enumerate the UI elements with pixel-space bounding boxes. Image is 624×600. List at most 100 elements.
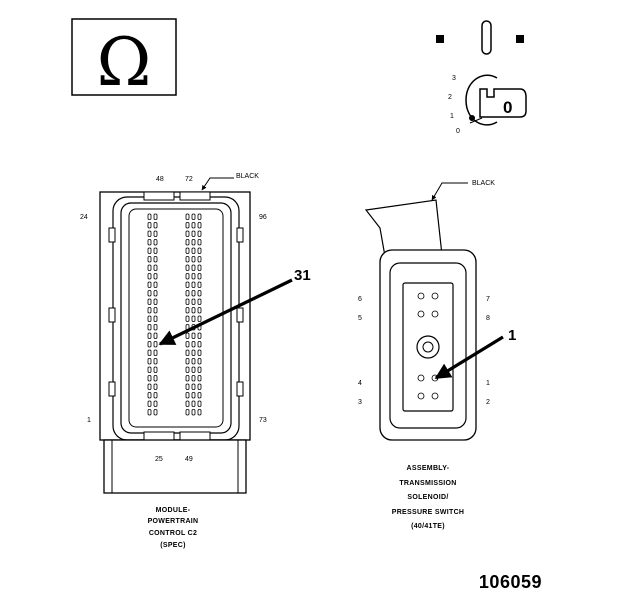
tsps-caption-line-5: (40/41TE)	[411, 523, 445, 530]
pcm-pin-cavity	[153, 392, 158, 399]
pcm-pin-cavity	[147, 341, 152, 348]
pcm-pin-cavity	[153, 324, 158, 331]
pcm-pin-cavity	[185, 213, 190, 220]
pcm-pin-cavity	[185, 298, 190, 305]
pcm-pin-cavity	[197, 213, 202, 220]
pcm-pin-cavity	[153, 256, 158, 263]
pcm-pin-cavity	[197, 315, 202, 322]
switch-contact-blade	[481, 20, 492, 55]
pcm-caption-line-2: POWERTRAIN	[148, 518, 199, 525]
pcm-harness-cover	[103, 439, 247, 494]
pcm-pin-cavity	[185, 341, 190, 348]
key-position-0: 0	[456, 128, 460, 135]
tsps-pin-cavity	[431, 292, 439, 300]
pcm-pin-cavity	[185, 290, 190, 297]
pcm-pin-cavity	[185, 307, 190, 314]
pcm-pin-cavity	[191, 341, 196, 348]
pcm-pin-cavity	[153, 341, 158, 348]
pcm-pin-cavity	[191, 213, 196, 220]
pcm-pin-cavity	[197, 247, 202, 254]
pcm-pin-48: 48	[156, 176, 164, 183]
pcm-pin-cavity	[191, 392, 196, 399]
pcm-pin-cavity	[197, 264, 202, 271]
pcm-callout-number: 31	[294, 267, 311, 284]
pcm-pin-24: 24	[80, 214, 88, 221]
pcm-connector: BLACK 48 72 24 1 96 73 25 49 31 MODULE- …	[80, 173, 311, 549]
pcm-pin-cavity	[197, 409, 202, 416]
figure-number: 106059	[479, 572, 542, 592]
pcm-pin-cavity	[197, 392, 202, 399]
pcm-pin-cavity	[197, 400, 202, 407]
pcm-pin-25: 25	[155, 456, 163, 463]
pcm-pin-cavity	[197, 332, 202, 339]
pcm-pin-49: 49	[185, 456, 193, 463]
pcm-pin-cavity	[191, 239, 196, 246]
pcm-pin-cavity	[147, 324, 152, 331]
pcm-pin-cavity	[153, 358, 158, 365]
pcm-pin-cavity	[147, 409, 152, 416]
key-cylinder	[465, 74, 498, 126]
tsps-caption-line-2: TRANSMISSION	[399, 480, 456, 487]
pcm-pin-cavity	[191, 315, 196, 322]
pcm-wire-color: BLACK	[236, 173, 259, 180]
key-label: 0	[503, 98, 512, 117]
tsps-pin-1: 1	[486, 380, 490, 387]
pcm-pin-cavity	[185, 264, 190, 271]
pcm-pin-cavity	[185, 392, 190, 399]
pcm-pin-cavity	[147, 383, 152, 390]
pcm-pin-cavity	[191, 349, 196, 356]
pcm-callout-arrow	[158, 278, 293, 346]
pcm-pin-cavity	[185, 375, 190, 382]
pcm-lock-tab	[108, 381, 116, 397]
tsps-pin-cavity	[417, 292, 425, 300]
switch-contact-left	[436, 35, 444, 43]
pcm-pin-cavity	[191, 332, 196, 339]
tsps-pin-6: 6	[358, 296, 362, 303]
pcm-pin-cavity	[191, 222, 196, 229]
pcm-wire-leader	[201, 177, 234, 191]
switch-contact-right	[516, 35, 524, 43]
pcm-caption-line-1: MODULE-	[156, 507, 191, 514]
pcm-pin-cavities	[147, 213, 202, 416]
pcm-pin-cavity	[147, 264, 152, 271]
pcm-pin-cavity	[147, 247, 152, 254]
pcm-lock-tab	[236, 381, 244, 397]
pcm-pin-cavity	[147, 222, 152, 229]
pcm-lock-tab	[236, 227, 244, 243]
tsps-caption-line-1: ASSEMBLY-	[407, 465, 450, 472]
pcm-pin-cavity	[197, 230, 202, 237]
pcm-pin-cavity	[185, 409, 190, 416]
pcm-pin-cavity	[191, 366, 196, 373]
tsps-center-post-inner	[422, 341, 434, 353]
pcm-pin-cavity	[197, 256, 202, 263]
pcm-pin-cavity	[185, 366, 190, 373]
pcm-pin-cavity	[191, 298, 196, 305]
pcm-lock-tab	[108, 307, 116, 323]
tsps-wire-leader	[431, 182, 468, 201]
pcm-top-tab-right	[179, 191, 211, 201]
pcm-pin-cavity	[153, 281, 158, 288]
pcm-pin-cavity	[153, 349, 158, 356]
pcm-pin-cavity	[153, 290, 158, 297]
tsps-pin-cavity	[417, 310, 425, 318]
pcm-pin-cavity	[153, 222, 158, 229]
pcm-pin-cavity	[153, 298, 158, 305]
tsps-pin-7: 7	[486, 296, 490, 303]
pcm-pin-cavity	[185, 400, 190, 407]
pcm-lock-tab	[108, 227, 116, 243]
pcm-pin-cavity	[197, 366, 202, 373]
pcm-pin-cavity	[197, 298, 202, 305]
pcm-pin-1: 1	[87, 417, 91, 424]
pcm-pin-cavity	[147, 256, 152, 263]
pcm-pin-cavity	[185, 239, 190, 246]
tsps-pin-cavity	[431, 310, 439, 318]
pcm-pin-cavity	[185, 273, 190, 280]
pcm-pin-cavity	[147, 315, 152, 322]
pcm-caption-line-4: (SPEC)	[160, 542, 186, 549]
pcm-pin-73: 73	[259, 417, 267, 424]
tsps-pin-2: 2	[486, 399, 490, 406]
key-guide	[469, 117, 483, 124]
pcm-pin-cavity	[147, 392, 152, 399]
pcm-pin-cavity	[191, 383, 196, 390]
pcm-pin-cavity	[153, 307, 158, 314]
